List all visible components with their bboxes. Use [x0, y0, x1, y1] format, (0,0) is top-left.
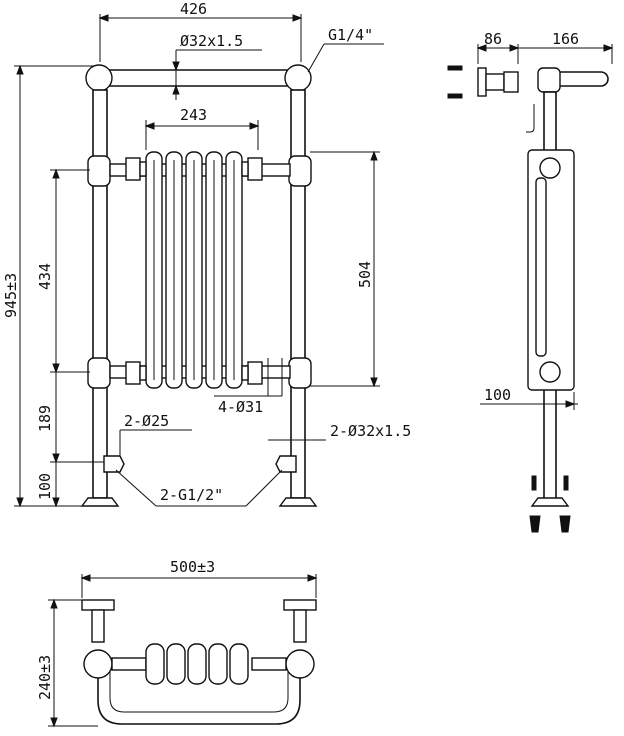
dim-pipe-pair: 2-Ø32x1.5 — [330, 422, 411, 440]
left-inlet-valve — [103, 455, 125, 473]
dim-total-depth: 166 — [552, 30, 579, 48]
top-u-rail — [97, 672, 301, 725]
dim-foot-depth: 100 — [484, 386, 511, 404]
left-upper-joint — [87, 155, 111, 187]
dim-wall-depth: 86 — [484, 30, 502, 48]
top-left-cap — [85, 64, 113, 92]
dim-inlet-pair: 2-Ø25 — [124, 412, 169, 430]
dim-total-height: 945±3 — [2, 273, 20, 318]
top-left-joint — [83, 649, 113, 679]
left-leg — [92, 89, 108, 499]
side-foot — [530, 497, 570, 507]
top-rail — [93, 69, 309, 87]
dim-lower-height: 189 — [36, 405, 54, 432]
hex-nut — [247, 361, 263, 385]
right-leg — [290, 89, 306, 499]
top-wall-plate-right — [283, 599, 317, 611]
right-inlet-valve — [275, 455, 297, 473]
hex-nut — [125, 157, 141, 181]
top-right-cap — [284, 64, 312, 92]
dim-radiator-width: 243 — [180, 106, 207, 124]
left-lower-joint — [87, 357, 111, 389]
dim-rail-height: 434 — [36, 263, 54, 290]
top-right-joint — [285, 649, 315, 679]
dim-top-pipe: Ø32x1.5 — [180, 32, 243, 50]
dim-top-width-total: 500±3 — [170, 558, 215, 576]
dim-base-height: 100 — [36, 473, 54, 500]
right-foot — [278, 497, 318, 507]
top-view: 500±3 240±3 — [36, 558, 318, 728]
dim-air-valve: G1/4" — [328, 26, 373, 44]
dim-bolt-pair: 4-Ø31 — [218, 398, 263, 416]
side-radiator — [527, 149, 575, 391]
top-wall-plate-left — [81, 599, 115, 611]
side-view: 86 166 100 — [447, 30, 614, 533]
top-connector — [111, 657, 147, 671]
right-upper-joint — [288, 155, 312, 187]
front-view: 426 Ø32x1.5 G1/4" 243 945±3 434 — [2, 0, 411, 508]
wall-bracket — [477, 67, 487, 97]
hex-nut — [247, 157, 263, 181]
dim-radiator-height: 504 — [356, 261, 374, 288]
dim-top-depth-total: 240±3 — [36, 655, 54, 700]
dim-top-width: 426 — [180, 0, 207, 18]
hex-nut — [125, 361, 141, 385]
left-foot — [80, 497, 120, 507]
right-lower-joint — [288, 357, 312, 389]
dim-thread-pair: 2-G1/2" — [160, 486, 223, 504]
